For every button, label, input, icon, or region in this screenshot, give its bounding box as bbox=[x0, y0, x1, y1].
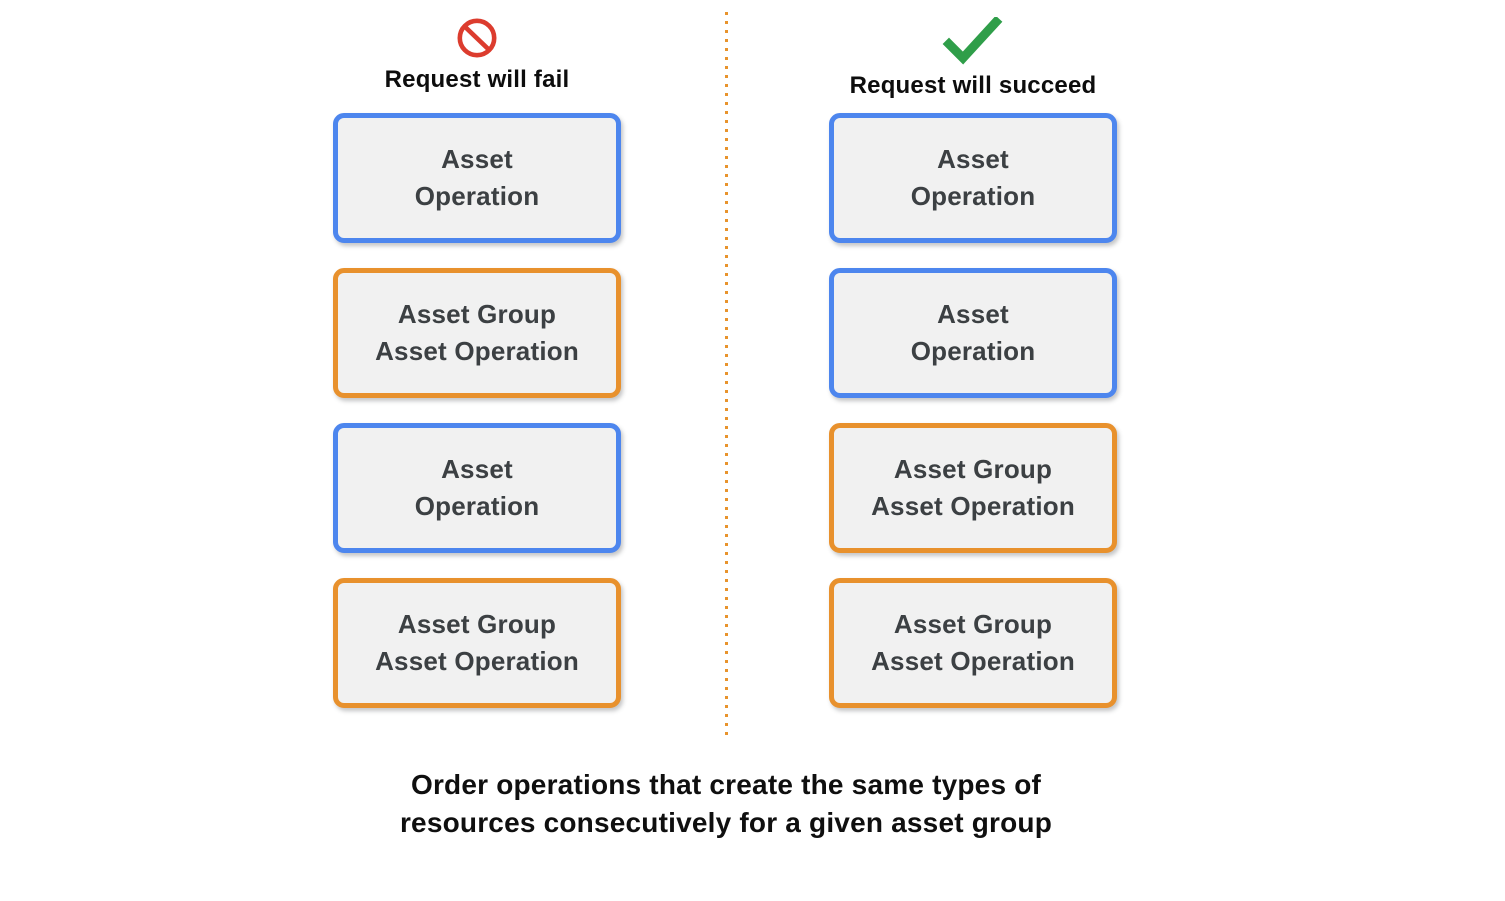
prohibited-icon bbox=[456, 17, 498, 59]
box-label: Asset Operation bbox=[414, 144, 540, 211]
fail-box-3-asset-operation: Asset Operation bbox=[333, 423, 621, 553]
box-label: Asset Operation bbox=[414, 454, 540, 521]
fail-box-1-asset-operation: Asset Operation bbox=[333, 113, 621, 243]
column-divider bbox=[725, 12, 728, 738]
fail-header-label: Request will fail bbox=[384, 66, 570, 93]
box-label: Asset Operation bbox=[910, 144, 1036, 211]
box-label: Asset Group Asset Operation bbox=[871, 454, 1075, 521]
check-icon bbox=[942, 17, 1004, 65]
box-label: Asset Operation bbox=[910, 299, 1036, 366]
succeed-header-label: Request will succeed bbox=[849, 72, 1097, 99]
succeed-header: Request will succeed bbox=[829, 0, 1117, 113]
caption: Order operations that create the same ty… bbox=[399, 769, 1053, 838]
fail-column: Request will fail Asset Operation Asset … bbox=[333, 0, 621, 733]
succeed-box-2-asset-operation: Asset Operation bbox=[829, 268, 1117, 398]
succeed-box-1-asset-operation: Asset Operation bbox=[829, 113, 1117, 243]
box-label: Asset Group Asset Operation bbox=[871, 609, 1075, 676]
box-label: Asset Group Asset Operation bbox=[375, 609, 579, 676]
succeed-column: Request will succeed Asset Operation Ass… bbox=[829, 0, 1117, 733]
succeed-box-3-asset-group-asset-operation: Asset Group Asset Operation bbox=[829, 423, 1117, 553]
box-label: Asset Group Asset Operation bbox=[375, 299, 579, 366]
fail-header: Request will fail bbox=[333, 0, 621, 113]
fail-box-4-asset-group-asset-operation: Asset Group Asset Operation bbox=[333, 578, 621, 708]
fail-box-2-asset-group-asset-operation: Asset Group Asset Operation bbox=[333, 268, 621, 398]
succeed-box-4-asset-group-asset-operation: Asset Group Asset Operation bbox=[829, 578, 1117, 708]
